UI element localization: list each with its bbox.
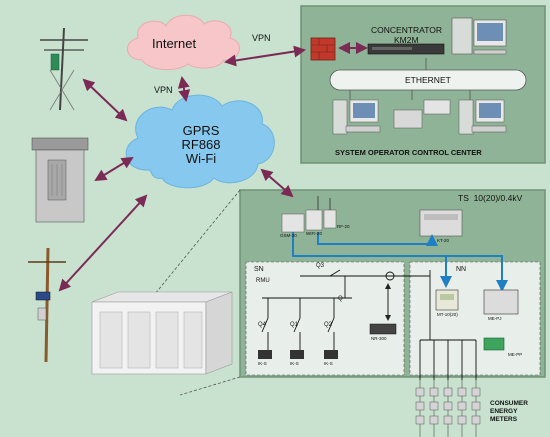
rf-device-label: RF-20 bbox=[337, 224, 350, 229]
sn-label: SN bbox=[254, 266, 264, 273]
gprs-cloud bbox=[125, 94, 275, 189]
nn-section bbox=[409, 261, 541, 376]
switch-label-q3: Q3 bbox=[316, 263, 325, 269]
gprs-label: GPRS bbox=[182, 123, 220, 138]
internet-label: Internet bbox=[152, 36, 197, 51]
kt20-device-icon bbox=[419, 209, 463, 237]
ik-sensors bbox=[258, 350, 338, 359]
comm-modules-icon bbox=[281, 196, 337, 233]
connection-arrows bbox=[58, 42, 368, 292]
consumer-meters-label: CONSUMER ENERGY METERS bbox=[490, 400, 528, 424]
firewall-icon bbox=[310, 37, 336, 61]
utility-pole-icon bbox=[40, 27, 88, 111]
rf868-label: RF868 bbox=[181, 137, 221, 152]
workstation-icon bbox=[451, 17, 507, 55]
gprs-cloud-labels: GPRS RF868 Wi-Fi bbox=[166, 124, 236, 166]
switch-label-q2: Q2 bbox=[324, 322, 333, 328]
mt-label: MT-10(20) bbox=[437, 312, 458, 317]
rmu-label: RMU bbox=[256, 278, 270, 284]
internet-cloud bbox=[127, 14, 240, 70]
zoom-line-bottom bbox=[179, 376, 241, 396]
ik-label-3: IK-S bbox=[324, 361, 333, 366]
vpn-label-top: VPN bbox=[252, 33, 271, 43]
me-pj-icon bbox=[483, 289, 519, 315]
kt-device-label: KT-20 bbox=[437, 238, 450, 243]
switch-label-q: Q bbox=[338, 296, 343, 302]
wifi-label: Wi-Fi bbox=[185, 151, 217, 166]
substation-title: TS 10(20)/0.4kV bbox=[458, 193, 523, 203]
me-pj-label: ME-PJ bbox=[488, 316, 502, 321]
control-center-title: SYSTEM OPERATOR CONTROL CENTER bbox=[335, 148, 482, 157]
ethernet-label: ETHERNET bbox=[405, 75, 451, 85]
gsm-label: GSM-20 bbox=[280, 233, 297, 238]
concentrator-label: CONCENTRATOR bbox=[371, 25, 442, 35]
nr300-device-icon bbox=[369, 323, 397, 335]
switch-label-q1: Q1 bbox=[290, 322, 299, 328]
blue-data-bus bbox=[292, 232, 508, 292]
consumer-label-line2: ENERGY bbox=[490, 408, 518, 415]
substation-building-icon bbox=[91, 291, 233, 375]
ik-label-2: IK-S bbox=[290, 361, 299, 366]
consumer-label-line1: CONSUMER bbox=[490, 400, 528, 407]
wifi-device-label: WIFI-20 bbox=[306, 231, 323, 236]
vpn-label-left: VPN bbox=[154, 85, 173, 95]
nr-label: NR-300 bbox=[371, 336, 387, 341]
wooden-pole-icon bbox=[28, 247, 66, 363]
me-pp-icon bbox=[483, 337, 505, 351]
nn-label: NN bbox=[456, 266, 467, 273]
kiosk-substation-icon bbox=[31, 137, 89, 223]
me-pp-label: ME-PP bbox=[508, 352, 523, 357]
concentrator-model-label: KM2M bbox=[394, 35, 419, 45]
consumer-label-line3: METERS bbox=[490, 416, 518, 423]
zoom-line-top bbox=[149, 189, 241, 301]
ik-label-1: IK-S bbox=[258, 361, 267, 366]
sn-nn-link bbox=[385, 283, 391, 321]
consumer-meters-icons bbox=[415, 380, 481, 437]
nn-schematic bbox=[396, 270, 477, 380]
switch-label-q4: Q4 bbox=[258, 322, 267, 328]
concentrator-icon bbox=[367, 43, 445, 55]
operator-workstations bbox=[332, 99, 507, 135]
ethernet-bus bbox=[329, 58, 527, 100]
mt-meter-icon bbox=[435, 289, 459, 311]
